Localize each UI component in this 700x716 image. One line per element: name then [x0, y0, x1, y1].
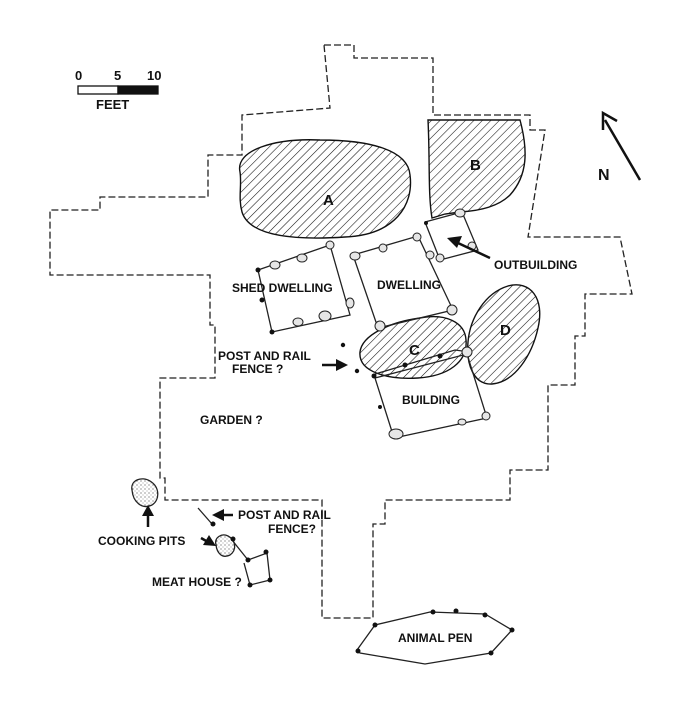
scale-unit: FEET: [96, 97, 129, 112]
scale-bar: [77, 85, 159, 95]
feature-d-label: D: [500, 322, 511, 339]
cooking-pits-label: COOKING PITS: [98, 534, 185, 548]
post-and-rail-fence-2-post: [210, 521, 216, 527]
scale-tick-5: 5: [114, 68, 121, 83]
garden-label: GARDEN ?: [200, 413, 263, 427]
feature-a-label: A: [323, 192, 334, 209]
outbuilding-arrow: [447, 236, 491, 260]
post-and-rail-fence-label-line2: FENCE ?: [232, 362, 283, 376]
post-and-rail-fence-posts: [340, 342, 360, 374]
animal-pen-posts: [355, 608, 515, 656]
cooking-pit-2: [215, 534, 236, 557]
dwelling-posts: [349, 232, 458, 332]
post-and-rail-fence-2-label-line1: POST AND RAIL: [238, 508, 331, 522]
outbuilding-label: OUTBUILDING: [494, 258, 577, 272]
post-and-rail-fence-2-label-line2: FENCE?: [268, 522, 316, 536]
shed-dwelling-walls: [257, 244, 351, 333]
shed-dwelling-posts: [255, 240, 355, 335]
fence-2-arrow: [212, 509, 233, 521]
feature-b-label: B: [470, 157, 481, 174]
dwelling-label: DWELLING: [377, 278, 441, 292]
scale-tick-0: 0: [75, 68, 82, 83]
building-label: BUILDING: [402, 393, 460, 407]
fence-arrow: [322, 359, 348, 371]
feature-d-area: [467, 284, 541, 385]
cooking-pit-2-arrow: [200, 535, 216, 546]
building-posts: [371, 346, 491, 440]
outbuilding-walls: [424, 211, 479, 261]
north-arrow: [601, 110, 642, 181]
feature-a-area: [239, 139, 412, 239]
scale-tick-10: 10: [147, 68, 161, 83]
cooking-pits-arrow: [142, 505, 154, 527]
north-label: N: [598, 167, 610, 184]
shed-dwelling-label: SHED DWELLING: [232, 281, 333, 295]
feature-c-label: C: [409, 342, 420, 359]
cooking-pit-1: [131, 478, 159, 508]
post-and-rail-fence-label-line1: POST AND RAIL: [218, 349, 311, 363]
excavation-boundary: [49, 44, 633, 619]
meat-house-posts: [230, 536, 273, 588]
feature-b-area: [427, 119, 526, 219]
post-and-rail-fence-2-line: [197, 507, 213, 525]
meat-house-walls: [231, 539, 271, 586]
meat-house-label: MEAT HOUSE ?: [152, 575, 242, 589]
animal-pen-label: ANIMAL PEN: [398, 631, 472, 645]
